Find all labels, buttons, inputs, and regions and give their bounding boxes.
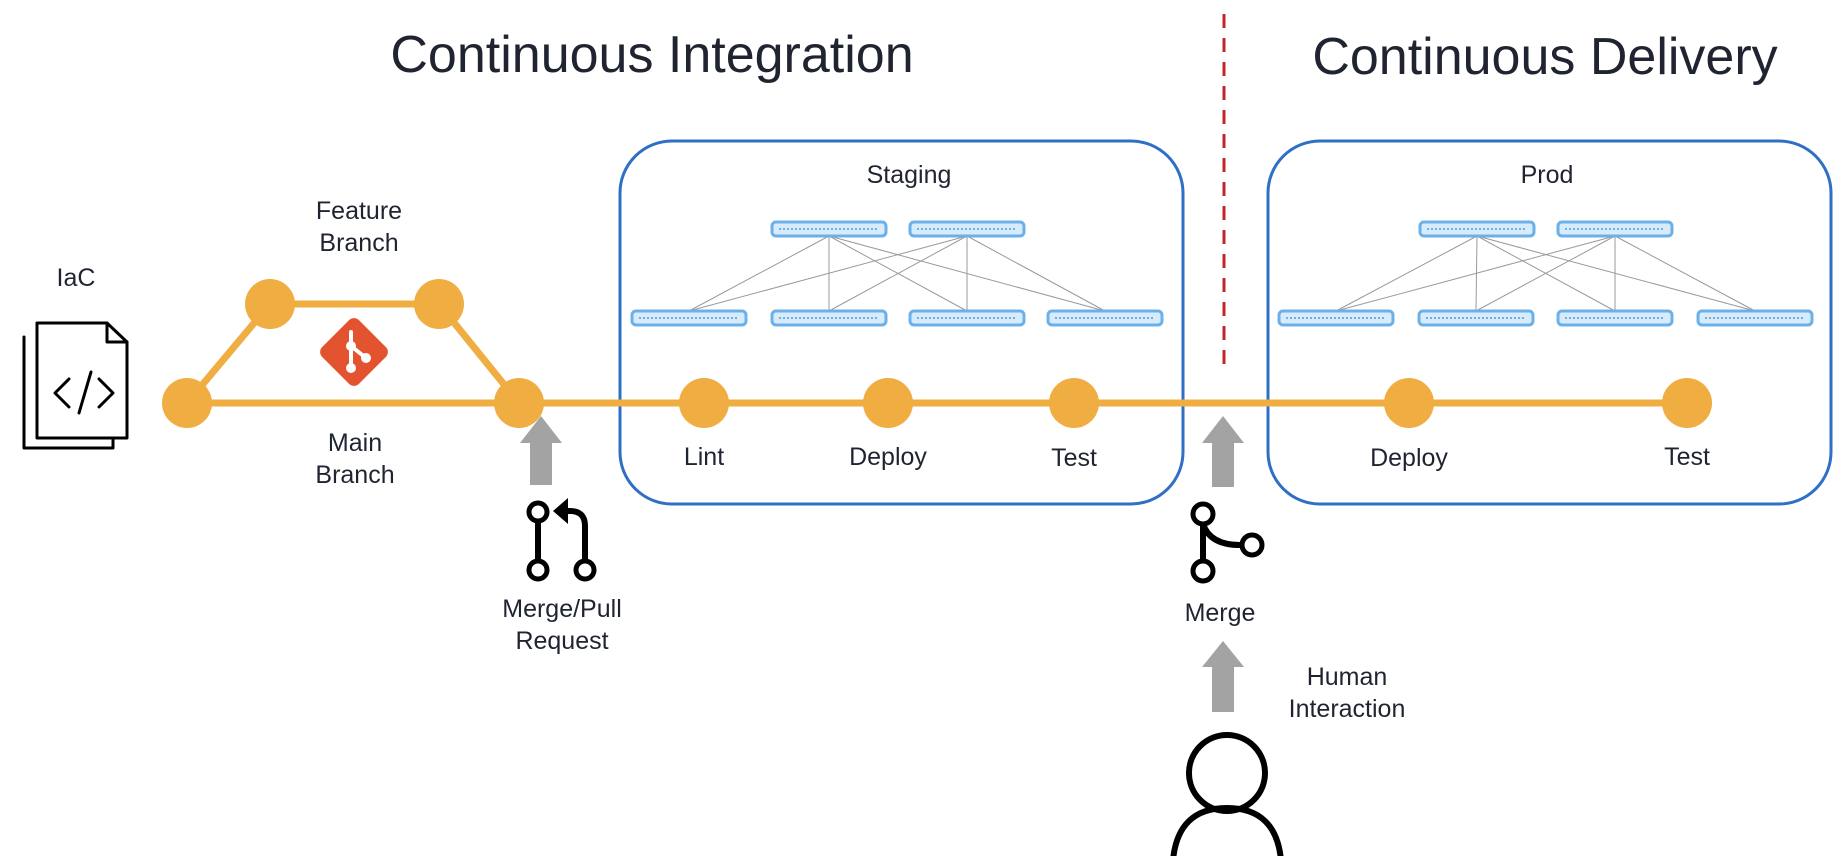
- git-logo-icon: [320, 318, 388, 386]
- prod-test-node: [1662, 378, 1712, 428]
- staging-deploy-node: [863, 378, 913, 428]
- staging-leaf-switch-4: [1046, 309, 1164, 327]
- cd-heading: Continuous Delivery: [1312, 28, 1777, 86]
- staging-leaf-switch-2: [770, 309, 888, 327]
- staging-link-1-1: [828, 235, 968, 312]
- merge-pull-request-label-line2: Request: [515, 627, 608, 655]
- staging-box: [618, 139, 1185, 506]
- staging-lint-node: [679, 378, 729, 428]
- prod-spine-switch-2: [1556, 220, 1674, 238]
- staging-test-node: [1049, 378, 1099, 428]
- staging-spine-switch-2: [908, 220, 1026, 238]
- staging-link-1-0: [688, 235, 968, 312]
- prod-link-0-3: [1476, 235, 1756, 312]
- feature-branch-node-1: [245, 279, 295, 329]
- feature-branch-line: [183, 300, 523, 407]
- staging-step-lint: Lint: [684, 443, 724, 471]
- prod-box: [1266, 139, 1833, 506]
- staging-link-0-0: [688, 235, 830, 312]
- feature-branch-label-line1: Feature: [316, 197, 402, 225]
- prod-step-deploy: Deploy: [1370, 444, 1448, 472]
- human-up-arrow: [1202, 641, 1244, 712]
- prod-spine-switch-1: [1418, 220, 1536, 238]
- staging-title: Staging: [867, 161, 952, 189]
- prod-link-1-0: [1335, 235, 1616, 312]
- iac-label: IaC: [57, 264, 96, 292]
- prod-leaf-switch-2: [1417, 309, 1535, 327]
- human-interaction-label-line1: Human: [1307, 663, 1388, 691]
- staging-leaf-switch-3: [908, 309, 1026, 327]
- prod-topology-links: [1335, 235, 1756, 312]
- main-branch-start-node: [162, 378, 212, 428]
- prod-step-test: Test: [1664, 443, 1710, 471]
- merge-up-arrow: [1202, 416, 1244, 487]
- feature-branch-label-line2: Branch: [319, 229, 398, 257]
- main-branch-merge-node: [494, 378, 544, 428]
- human-interaction-label-line2: Interaction: [1289, 695, 1406, 723]
- ci-heading: Continuous Integration: [390, 26, 913, 84]
- topology-switches: [630, 220, 1814, 327]
- pr-up-arrow: [520, 416, 562, 485]
- prod-leaf-switch-4: [1696, 309, 1814, 327]
- staging-step-test: Test: [1051, 444, 1097, 472]
- person-icon: [1170, 732, 1284, 856]
- merge-pull-request-label-line1: Merge/Pull: [502, 595, 622, 623]
- staging-step-deploy: Deploy: [849, 443, 927, 471]
- pull-request-icon: [526, 498, 597, 582]
- code-file-icon: [22, 321, 129, 450]
- merge-icon: [1190, 501, 1265, 584]
- prod-link-0-0: [1335, 235, 1478, 312]
- staging-leaf-switch-1: [630, 309, 748, 327]
- main-branch-label-line2: Branch: [315, 461, 394, 489]
- staging-topology-links: [688, 235, 1106, 312]
- prod-deploy-node: [1384, 378, 1434, 428]
- feature-branch-node-2: [414, 279, 464, 329]
- prod-leaf-switch-3: [1556, 309, 1674, 327]
- prod-link-1-3: [1614, 235, 1756, 312]
- merge-label: Merge: [1185, 599, 1256, 627]
- staging-spine-switch-1: [770, 220, 888, 238]
- prod-link-1-1: [1475, 235, 1616, 312]
- prod-title: Prod: [1521, 161, 1574, 189]
- prod-leaf-switch-1: [1277, 309, 1395, 327]
- staging-link-1-3: [966, 235, 1106, 312]
- main-branch-label-line1: Main: [328, 429, 382, 457]
